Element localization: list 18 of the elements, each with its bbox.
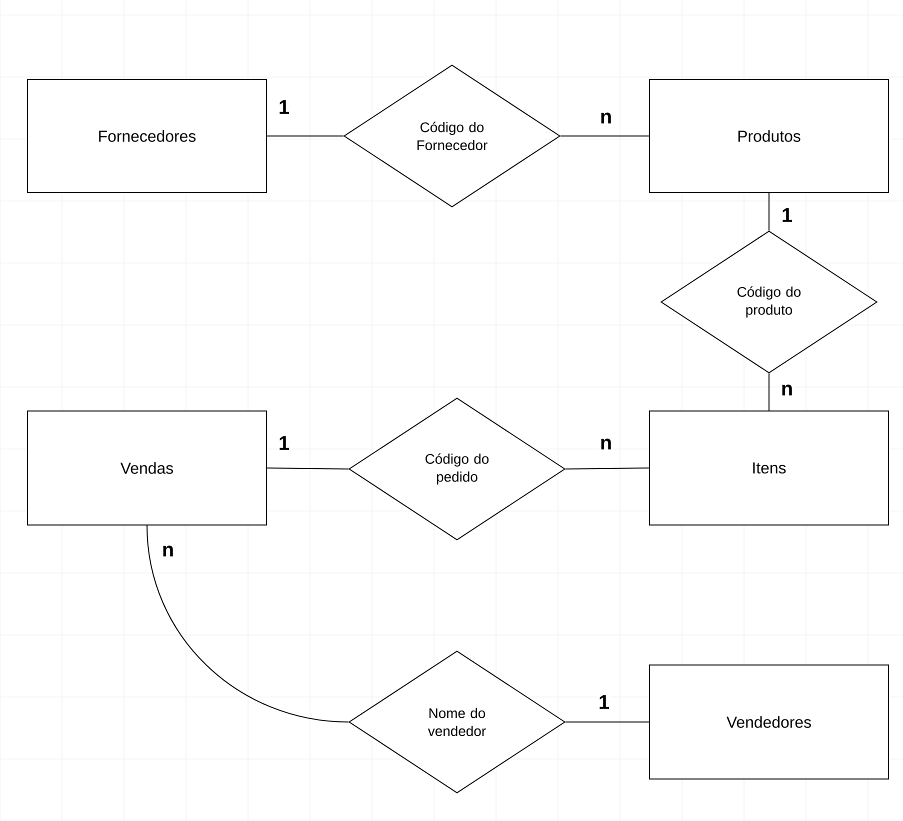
cardinality-label: 1 — [597, 694, 611, 710]
entity-box: Vendas — [27, 410, 267, 526]
connector-line — [146, 525, 349, 722]
cardinality-label: 1 — [780, 207, 794, 223]
cardinality-label: n — [598, 112, 614, 124]
cardinality-label: 1 — [277, 99, 291, 115]
entity-box: Fornecedores — [27, 79, 267, 193]
entity-box: Itens — [649, 410, 889, 526]
cardinality-label: 1 — [277, 435, 291, 451]
entity-box: Vendedores — [649, 664, 889, 780]
connector-line — [565, 468, 650, 470]
cardinality-label: n — [780, 384, 794, 396]
entity-box: Produtos — [649, 79, 889, 193]
cardinality-label: n — [598, 438, 614, 450]
connector-line — [768, 373, 770, 411]
connector-line — [266, 468, 349, 470]
connector-line — [768, 192, 770, 231]
cardinality-label: n — [160, 544, 176, 558]
